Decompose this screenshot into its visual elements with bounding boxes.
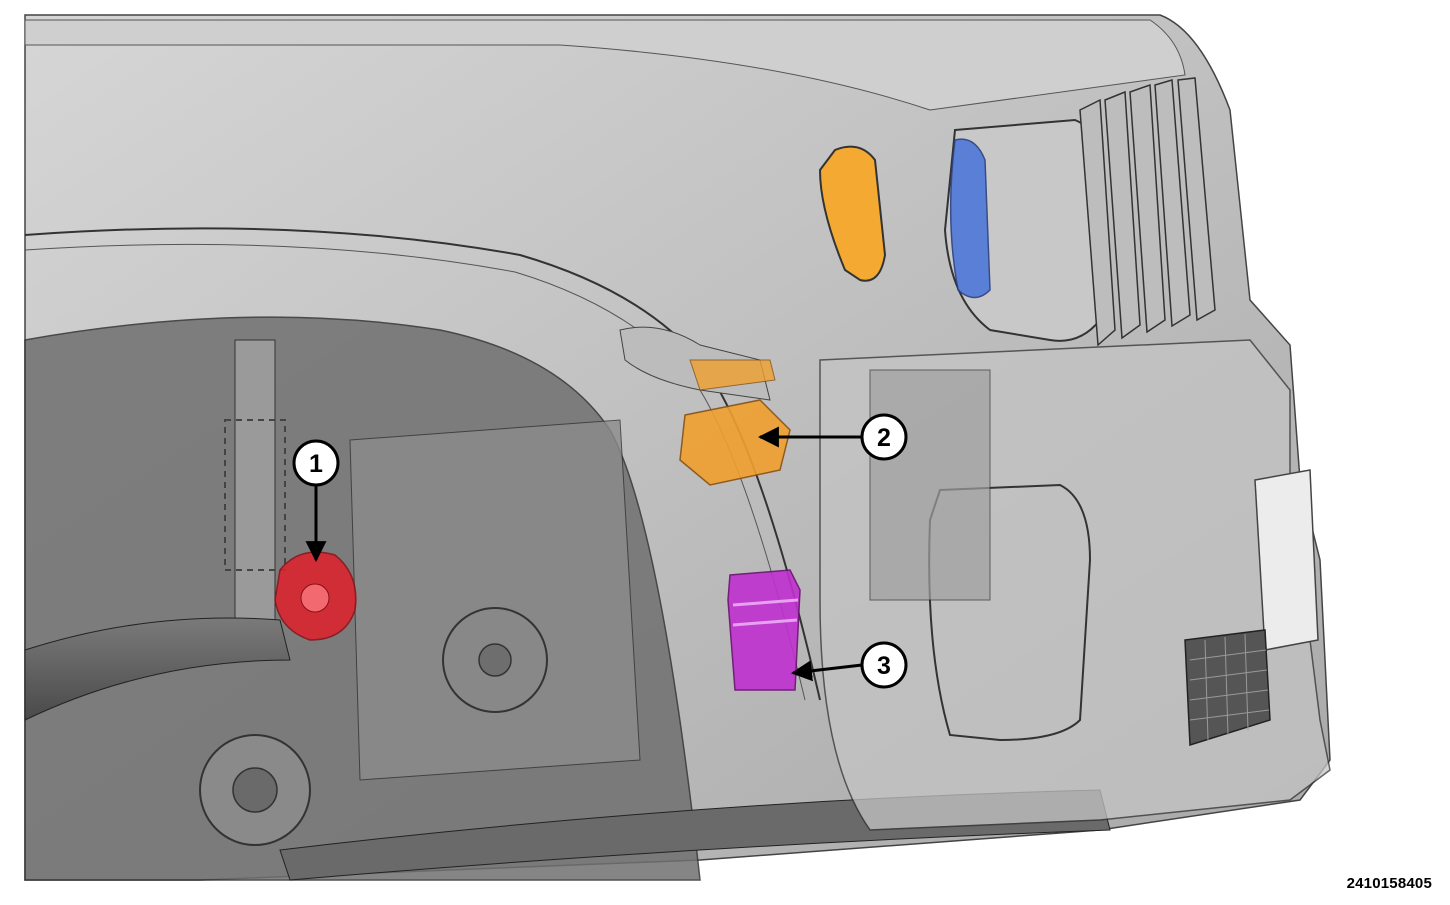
component-3-highlight — [727, 569, 801, 691]
leader-arrow-3 — [790, 660, 863, 682]
grille — [1079, 77, 1216, 347]
strut-spring — [224, 419, 286, 571]
callout-2: 2 — [860, 413, 908, 461]
callout-1: 1 — [292, 439, 340, 487]
component-2-upper — [689, 359, 776, 391]
headlamp-lens — [949, 138, 991, 299]
mesh-pattern — [1189, 633, 1270, 741]
engine-block — [349, 419, 641, 781]
component-2-highlight — [679, 399, 791, 486]
callout-3-label: 3 — [877, 652, 891, 680]
component-3-band-2 — [732, 618, 798, 627]
license-plate-bracket — [1254, 469, 1319, 651]
figure-id-number: 2410158405 — [1346, 875, 1432, 892]
fog-lamp-surround — [928, 483, 1092, 742]
callout-1-label: 1 — [309, 450, 323, 478]
suspension-strut — [234, 339, 276, 641]
hood-panel — [24, 19, 1186, 111]
side-marker-lamp — [818, 145, 887, 282]
callout-2-label: 2 — [877, 424, 891, 452]
lower-control-arm — [24, 617, 291, 721]
callout-3: 3 — [860, 641, 908, 689]
fender-line-inner — [24, 243, 806, 701]
lower-grille-mesh — [1184, 629, 1271, 747]
fender-line — [24, 227, 821, 701]
wheel-hub-center — [232, 767, 278, 813]
crank-pulley-hub — [478, 643, 512, 677]
cooling-module — [869, 369, 991, 601]
component-3-band — [732, 598, 799, 607]
component-1-center — [300, 583, 330, 613]
